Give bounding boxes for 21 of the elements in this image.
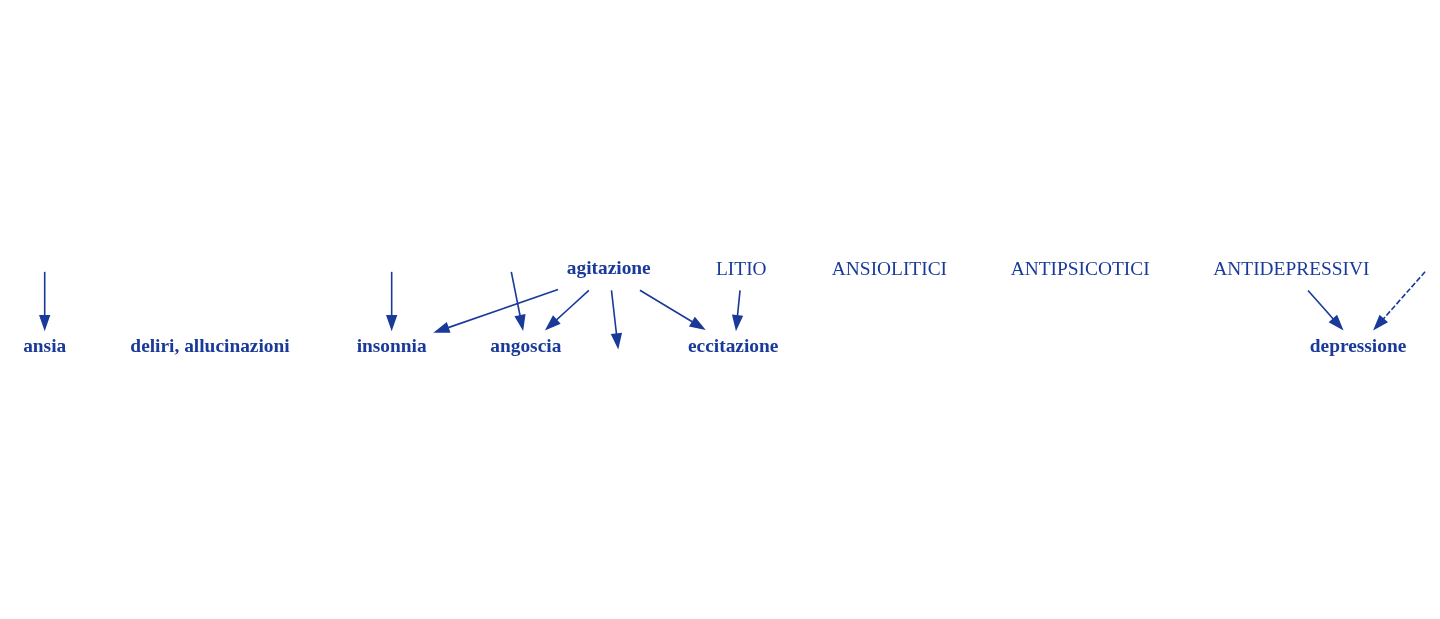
node-text: ansia: [23, 334, 67, 356]
node-text: agitazione: [566, 257, 651, 279]
node-text: angoscia: [490, 334, 562, 356]
arrow: [39, 271, 51, 332]
arrow: [544, 289, 590, 331]
node-text: eccitazione: [688, 334, 779, 356]
arrow: [433, 288, 559, 333]
node-text: insonnia: [356, 334, 427, 356]
arrow: [731, 289, 744, 332]
node-text: ANTIPSICOTICI: [1010, 258, 1150, 280]
node-text: ANSIOLITICI: [831, 258, 948, 280]
arrow: [510, 271, 526, 332]
node-text: deliri, allucinazioni: [130, 334, 290, 356]
arrow: [610, 289, 623, 350]
node-text: ANTIDEPRESSIVI: [1213, 258, 1370, 280]
arrow: [1307, 289, 1344, 331]
node-text: LITIO: [716, 258, 767, 280]
arrow: [1373, 271, 1426, 331]
arrow: [386, 271, 398, 332]
arrow: [639, 289, 706, 330]
node-text: depressione: [1309, 334, 1407, 356]
